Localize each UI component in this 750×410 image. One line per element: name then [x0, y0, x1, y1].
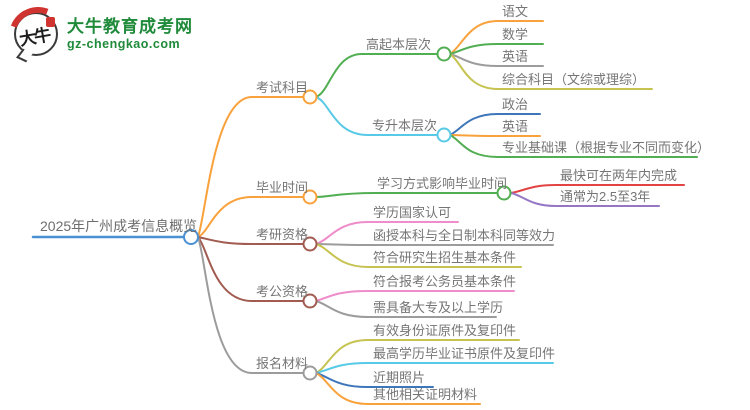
study-mode-handle[interactable]	[496, 185, 512, 201]
node-exam-subjects[interactable]: 考试科目	[256, 80, 309, 95]
node-major-basics[interactable]: 专业基础课（根据专业不同而变化）	[502, 140, 711, 155]
leaf-line-fastest-two-years	[510, 184, 685, 194]
node-photos[interactable]: 近期照片	[373, 370, 426, 385]
leaf-line-other-proof	[315, 372, 481, 405]
postgrad-eligibility-handle[interactable]	[302, 236, 318, 252]
node-equal-validity[interactable]: 函授本科与全日制本科同等效力	[373, 228, 556, 243]
gaoqiben-handle[interactable]	[436, 46, 452, 62]
leaf-line-grad-admission	[315, 243, 522, 268]
node-civil-service-conditions[interactable]: 符合报考公务员基本条件	[373, 274, 517, 289]
node-math[interactable]: 数学	[502, 27, 529, 42]
node-registration-materials[interactable]: 报名材料	[256, 356, 309, 371]
civil-service-eligibility-handle[interactable]	[302, 293, 318, 309]
leaf-line-college-degree-required	[315, 300, 497, 318]
leaf-line-id-card	[315, 339, 520, 374]
node-usually-2-5-to-3[interactable]: 通常为2.5至3年	[560, 189, 651, 204]
leaf-line-usually-2-5-to-3	[510, 192, 660, 207]
leaf-line-english-1	[449, 53, 544, 67]
node-english-2[interactable]: 英语	[502, 119, 529, 134]
branch-line-gaoqiben	[315, 53, 438, 98]
branch-line-civil-service-eligibility	[197, 236, 304, 302]
logo-domain-name: gz-chengkao.com	[67, 36, 181, 51]
leaf-line-state-recognized	[315, 221, 459, 245]
leaf-line-politics	[449, 113, 541, 136]
leaf-line-chinese	[449, 20, 544, 55]
leaf-line-comprehensive	[449, 53, 653, 90]
branch-line-study-mode	[315, 192, 498, 198]
node-graduation-time[interactable]: 毕业时间	[256, 180, 309, 195]
node-college-degree-required[interactable]: 需具备大专及以上学历	[373, 300, 504, 315]
node-state-recognized[interactable]: 学历国家认可	[373, 205, 452, 220]
branch-line-exam-subjects	[197, 96, 304, 238]
leaf-line-diploma	[315, 362, 554, 374]
logo-red-seal	[46, 17, 55, 27]
node-root[interactable]: 2025年广州成考信息概览	[40, 218, 198, 234]
leaf-line-english-2	[449, 134, 541, 137]
node-other-proof[interactable]: 其他相关证明材料	[373, 387, 478, 402]
root-node-handle[interactable]	[183, 229, 199, 245]
zhuanshengben-handle[interactable]	[436, 127, 452, 143]
node-fastest-two-years[interactable]: 最快可在两年内完成	[560, 168, 678, 183]
branch-line-postgrad-eligibility	[197, 236, 304, 245]
node-postgrad-eligibility[interactable]: 考研资格	[256, 227, 309, 242]
branch-line-graduation-time	[197, 196, 304, 238]
branch-line-registration-materials	[197, 236, 304, 374]
leaf-line-major-basics	[449, 134, 698, 158]
leaf-line-photos	[315, 372, 434, 388]
node-comprehensive[interactable]: 综合科目（文综或理综）	[502, 72, 646, 87]
site-logo[interactable]: 大牛 大牛教育成考网 gz-chengkao.com	[0, 0, 193, 75]
node-zhuanshengben[interactable]: 专升本层次	[372, 118, 438, 133]
graduation-time-handle[interactable]	[302, 189, 318, 205]
node-politics[interactable]: 政治	[502, 97, 529, 112]
leaf-line-civil-service-conditions	[315, 290, 515, 302]
node-civil-service-eligibility[interactable]: 考公资格	[256, 284, 309, 299]
node-chinese[interactable]: 语文	[502, 4, 529, 19]
node-study-mode[interactable]: 学习方式影响毕业时间	[377, 176, 508, 191]
registration-materials-handle[interactable]	[302, 365, 318, 381]
node-gaoqiben[interactable]: 高起本层次	[366, 37, 432, 52]
node-english-1[interactable]: 英语	[502, 49, 529, 64]
leaf-line-equal-validity	[315, 243, 554, 246]
logo-text-block: 大牛教育成考网 gz-chengkao.com	[67, 17, 193, 52]
logo-brand-name: 大牛教育成考网	[67, 16, 193, 36]
node-diploma[interactable]: 最高学历毕业证书原件及复印件	[373, 346, 556, 361]
leaf-line-math	[449, 43, 544, 55]
node-id-card[interactable]: 有效身份证原件及复印件	[373, 323, 517, 338]
node-grad-admission[interactable]: 符合研究生招生基本条件	[373, 250, 517, 265]
logo-bull-icon: 大牛	[0, 0, 77, 75]
exam-subjects-handle[interactable]	[302, 89, 318, 105]
branch-line-zhuanshengben	[315, 96, 438, 136]
